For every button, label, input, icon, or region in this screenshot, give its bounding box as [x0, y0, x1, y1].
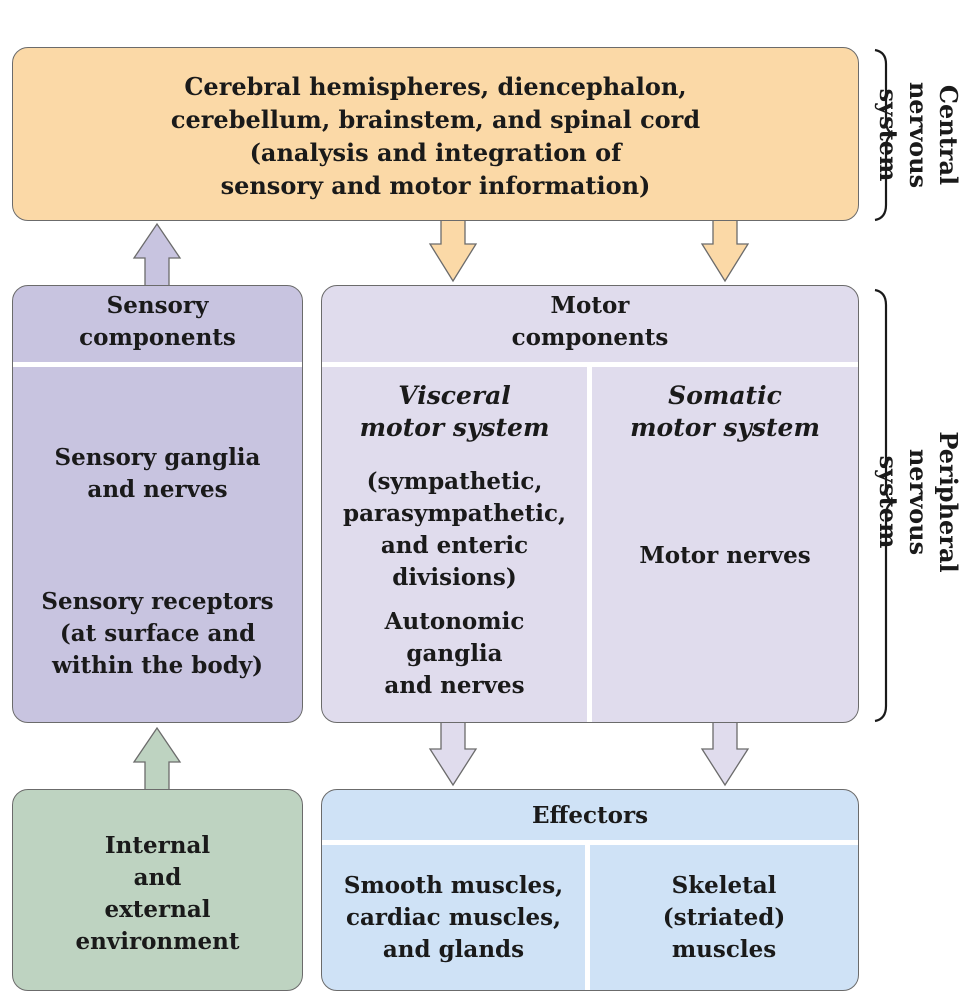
- arrow-cns-to-visceral: [428, 219, 478, 283]
- brace-peripheral: [874, 288, 897, 723]
- central-nervous-system-label: Central nervous system: [874, 81, 963, 189]
- sensory-header: Sensory components: [79, 292, 236, 351]
- brace-central: [874, 48, 897, 222]
- arrow-visceral-to-effectors: [428, 721, 478, 787]
- somatic-title: Somatic motor system: [630, 381, 820, 442]
- effectors-divider: [322, 840, 858, 845]
- cns-box: Cerebral hemispheres, diencephalon, cere…: [12, 47, 859, 221]
- effectors-box: Effectors Smooth muscles, cardiac muscle…: [321, 789, 859, 991]
- visceral-title: Visceral motor system: [359, 381, 550, 442]
- autonomic-ganglia-text: Autonomic ganglia and nerves: [384, 608, 525, 699]
- arrow-somatic-to-effectors: [700, 721, 750, 787]
- effectors-visceral-text: Smooth muscles, cardiac muscles, and gla…: [343, 872, 564, 963]
- motor-nerves-text: Motor nerves: [639, 542, 811, 569]
- effectors-header: Effectors: [531, 802, 649, 829]
- peripheral-nervous-system-label: Peripheral nervous system: [874, 431, 963, 573]
- environment-box: Internal and external environment: [12, 789, 303, 991]
- cns-text: Cerebral hemispheres, diencephalon, cere…: [170, 72, 701, 200]
- motor-column-divider: [587, 362, 592, 722]
- motor-components-box: Motor components Visceral motor system (…: [321, 285, 859, 723]
- effectors-column-divider: [585, 840, 590, 990]
- effectors-somatic-text: Skeletal (striated) muscles: [662, 872, 786, 963]
- arrow-cns-to-somatic: [700, 219, 750, 283]
- sensory-components-box: Sensory components Sensory ganglia and n…: [12, 285, 303, 723]
- visceral-divisions-text: (sympathetic, parasympathetic, and enter…: [343, 468, 566, 591]
- sensory-divider: [13, 362, 302, 367]
- motor-header: Motor components: [511, 292, 669, 351]
- arrow-environment-to-sensory: [132, 726, 182, 791]
- arrow-sensory-to-cns: [132, 222, 182, 287]
- sensory-receptors-text: Sensory receptors (at surface and within…: [41, 588, 274, 679]
- sensory-ganglia-text: Sensory ganglia and nerves: [54, 444, 261, 503]
- environment-text: Internal and external environment: [75, 832, 240, 955]
